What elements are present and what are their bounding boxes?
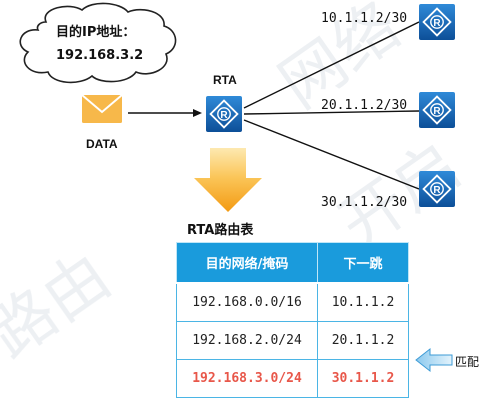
table-row: 192.168.2.0/24 20.1.1.2 (176, 321, 409, 360)
links (243, 21, 420, 190)
route-table-title: RTA路由表 (187, 222, 254, 238)
table-row-matched: 192.168.3.0/24 30.1.1.2 (176, 359, 409, 398)
router-nexthop-3-icon (418, 170, 456, 208)
route-destination: 192.168.3.0/24 (176, 359, 318, 398)
envelope-icon (81, 94, 123, 123)
route-destination: 192.168.2.0/24 (176, 321, 318, 360)
route-table-header: 目的网络/掩码 下一跳 (176, 242, 409, 284)
table-row: 192.168.0.0/16 10.1.1.2 (176, 282, 409, 322)
route-next-hop: 20.1.1.2 (317, 321, 409, 360)
next-hop-label-2: 20.1.1.2/30 (321, 98, 407, 113)
route-next-hop: 10.1.1.2 (317, 282, 409, 322)
svg-text:路由: 路由 (0, 239, 124, 373)
route-next-hop: 30.1.1.2 (317, 359, 409, 398)
match-arrow-icon (415, 347, 453, 373)
lookup-arrow-icon (194, 148, 262, 212)
packet-arrow (128, 109, 202, 117)
column-header-next-hop: 下一跳 (317, 242, 409, 284)
column-header-destination: 目的网络/掩码 (176, 242, 318, 284)
next-hop-label-1: 10.1.1.2/30 (321, 11, 407, 26)
envelope-label: DATA (86, 137, 118, 151)
route-table: 目的网络/掩码 下一跳 192.168.0.0/16 10.1.1.2 192.… (176, 242, 409, 398)
cloud-label-line2: 192.168.3.2 (56, 48, 143, 63)
router-nexthop-2-icon (418, 91, 456, 129)
link-1 (243, 21, 420, 109)
destination-ip-cloud: 目的IP地址： 192.168.3.2 (19, 2, 177, 84)
router-nexthop-1-icon (418, 3, 456, 41)
cloud-label-line1: 目的IP地址： (56, 24, 135, 40)
match-label: 匹配 (455, 355, 480, 369)
route-destination: 192.168.0.0/16 (176, 282, 318, 322)
link-3 (243, 119, 420, 190)
router-rta-icon (205, 95, 243, 133)
next-hop-label-3: 30.1.1.2/30 (321, 195, 407, 210)
link-2 (243, 110, 420, 115)
router-label: RTA (213, 73, 237, 87)
